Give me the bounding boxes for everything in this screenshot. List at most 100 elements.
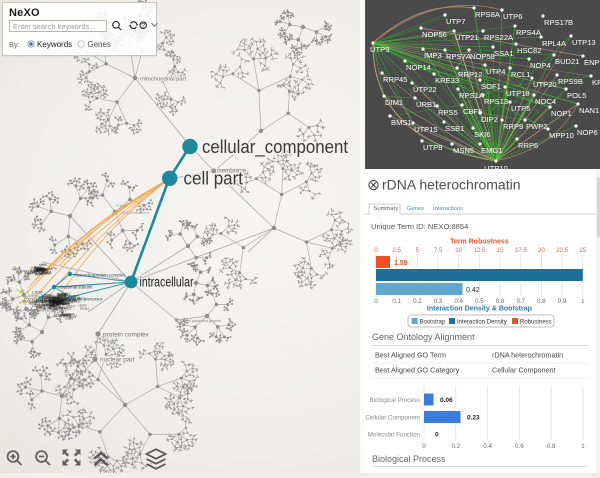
svg-text:SSB1: SSB1: [445, 124, 464, 133]
svg-text:UTP8: UTP8: [423, 143, 442, 152]
svg-text:FUN4: FUN4: [65, 301, 74, 305]
svg-text:PWP8: PWP8: [51, 296, 60, 300]
svg-text:FUN4: FUN4: [36, 268, 45, 272]
svg-text:SNU1: SNU1: [63, 315, 72, 319]
svg-text:SSA1: SSA1: [494, 49, 513, 58]
svg-text:FYV3: FYV3: [58, 298, 67, 302]
svg-text:site of polarized growth: site of polarized growth: [180, 318, 221, 323]
svg-text:TIF9: TIF9: [43, 295, 49, 299]
svg-text:22.5: 22.5: [556, 247, 569, 254]
svg-text:SNU1: SNU1: [57, 295, 67, 299]
svg-text:GAR2: GAR2: [44, 303, 54, 307]
svg-text:PWP8: PWP8: [52, 299, 61, 303]
svg-text:RPS1A: RPS1A: [459, 91, 485, 100]
svg-text:REI3: REI3: [74, 300, 81, 304]
svg-text:1: 1: [581, 298, 585, 305]
svg-text:SSF7: SSF7: [38, 267, 46, 271]
svg-text:RRP8: RRP8: [54, 300, 64, 304]
svg-text:NSA7: NSA7: [40, 269, 48, 273]
svg-text:REI2: REI2: [29, 302, 36, 306]
svg-text:BRX6: BRX6: [57, 297, 67, 301]
svg-text:0.42: 0.42: [466, 287, 480, 294]
svg-text:EBP6: EBP6: [53, 306, 61, 310]
svg-text:GAR2: GAR2: [51, 304, 61, 308]
svg-text:PNO8: PNO8: [62, 312, 70, 316]
svg-text:RLP5: RLP5: [56, 299, 66, 303]
svg-text:IMP8: IMP8: [50, 300, 57, 304]
svg-text:UTP18: UTP18: [506, 89, 530, 98]
svg-text:NOP5: NOP5: [57, 297, 67, 301]
svg-text:PWP4: PWP4: [37, 267, 47, 271]
svg-text:Genes: Genes: [407, 206, 424, 212]
svg-text:RPL7: RPL7: [59, 306, 67, 310]
svg-text:BMS1: BMS1: [391, 118, 412, 127]
svg-text:TIF2: TIF2: [48, 304, 57, 309]
svg-text:RPS1.A: RPS1.A: [38, 271, 52, 275]
svg-text:EBP2: EBP2: [52, 300, 62, 305]
svg-text:SSF3: SSF3: [51, 299, 59, 303]
svg-text:CIC3: CIC3: [45, 299, 53, 303]
svg-text:UTP5: UTP5: [511, 104, 530, 113]
svg-text:IMP9: IMP9: [48, 266, 57, 271]
svg-text:UTP13: UTP13: [572, 38, 596, 47]
svg-text:0.2: 0.2: [413, 298, 422, 305]
svg-text:IMP1: IMP1: [52, 297, 62, 302]
svg-text:FUN4: FUN4: [34, 267, 44, 271]
svg-text:ribonucleoprotein complex: ribonucleoprotein complex: [74, 273, 126, 278]
svg-text:10: 10: [455, 247, 462, 254]
svg-text:UTP4: UTP4: [486, 67, 505, 76]
svg-text:Interactions: Interactions: [433, 206, 463, 212]
svg-text:rDNA heterochromatin: rDNA heterochromatin: [382, 177, 521, 193]
svg-text:NOP4: NOP4: [55, 300, 64, 304]
svg-text:RLP9: RLP9: [69, 315, 77, 319]
svg-text:RPS9B: RPS9B: [558, 77, 583, 86]
svg-text:PWP1: PWP1: [52, 307, 61, 311]
svg-text:SSF7: SSF7: [41, 300, 51, 304]
svg-text:URB1: URB1: [416, 100, 436, 109]
svg-text:Robustness: Robustness: [520, 319, 552, 325]
svg-text:FYV4: FYV4: [52, 300, 60, 304]
svg-text:LSG2: LSG2: [57, 294, 66, 298]
svg-text:cellular_component: cellular_component: [202, 136, 348, 158]
svg-text:MAK6: MAK6: [34, 300, 43, 304]
svg-text:NSA1: NSA1: [53, 300, 62, 304]
svg-text:15: 15: [497, 247, 504, 254]
svg-text:BRX8: BRX8: [47, 296, 55, 300]
svg-text:RPL7: RPL7: [50, 300, 58, 304]
svg-text:ALB8: ALB8: [49, 297, 57, 301]
svg-text:RRP9: RRP9: [503, 122, 523, 131]
svg-text:PNO9: PNO9: [28, 297, 39, 302]
svg-text:PNO7: PNO7: [58, 292, 68, 296]
svg-text:UTP9: UTP9: [370, 45, 389, 54]
svg-text:NOP6: NOP6: [577, 128, 598, 137]
svg-text:0.7: 0.7: [516, 298, 525, 305]
svg-text:CBF5: CBF5: [463, 107, 482, 116]
svg-text:BRX7: BRX7: [53, 299, 62, 303]
svg-text:Bootstrap: Bootstrap: [420, 319, 446, 325]
svg-text:NOP14: NOP14: [406, 63, 431, 72]
svg-text:intracellular: intracellular: [140, 275, 194, 290]
svg-text:0.6: 0.6: [515, 443, 524, 450]
svg-text:17.5: 17.5: [515, 247, 528, 254]
svg-text:RPL5: RPL5: [45, 301, 53, 305]
svg-text:SNU2: SNU2: [52, 301, 62, 306]
svg-text:MRT9: MRT9: [50, 297, 61, 302]
svg-text:nuclear part: nuclear part: [100, 357, 135, 364]
svg-text:RPL5: RPL5: [57, 300, 65, 304]
svg-text:UTP20: UTP20: [533, 80, 557, 89]
svg-text:MRT7: MRT7: [53, 303, 61, 307]
svg-text:RPL4A: RPL4A: [542, 39, 567, 48]
svg-text:FUN3: FUN3: [59, 296, 68, 300]
svg-text:UTP15: UTP15: [414, 125, 438, 134]
svg-text:PNO9: PNO9: [53, 299, 63, 303]
svg-text:BRX2: BRX2: [34, 266, 43, 270]
svg-text:DIM1: DIM1: [385, 98, 403, 107]
svg-text:TIF4: TIF4: [53, 313, 59, 317]
svg-text:ALB8: ALB8: [35, 268, 44, 272]
svg-text:RPS7A: RPS7A: [446, 52, 472, 61]
svg-text:SSF4: SSF4: [40, 296, 48, 300]
svg-text:ALB7: ALB7: [53, 297, 63, 302]
svg-text:YTM3: YTM3: [35, 267, 45, 271]
svg-text:0.5: 0.5: [475, 298, 484, 305]
svg-text:MAK3: MAK3: [61, 314, 70, 318]
